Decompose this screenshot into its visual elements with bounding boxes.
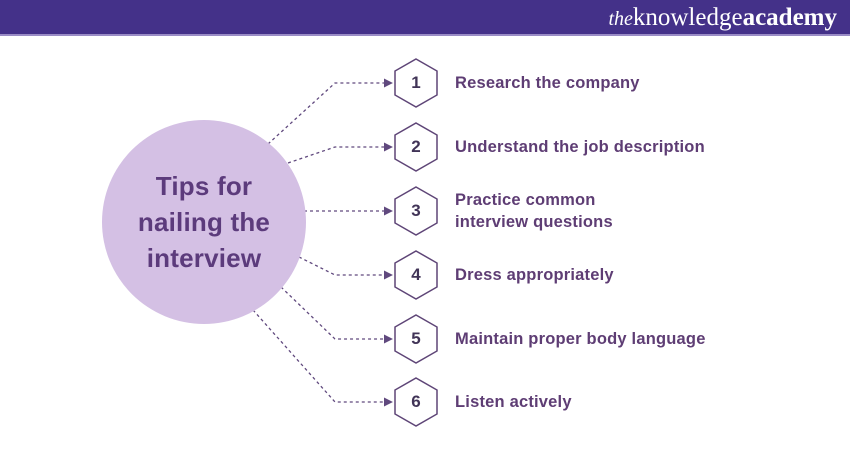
central-topic-circle: Tips for nailing the interview xyxy=(102,120,306,324)
tip-number: 2 xyxy=(411,137,421,156)
connector-line-6 xyxy=(252,309,393,407)
hexagon-icon-4 xyxy=(394,250,438,300)
tip-label: Listen actively xyxy=(455,393,572,411)
connector-line-5 xyxy=(280,286,393,344)
circle-title-line: nailing the xyxy=(137,207,271,237)
connector-line-1 xyxy=(267,78,393,145)
tip-number: 6 xyxy=(411,392,421,411)
brand-logo: theknowledgeacademy xyxy=(608,5,837,30)
connector-line-4 xyxy=(298,256,393,280)
hexagon-icon-3 xyxy=(394,186,438,236)
hexagon-icon-2 xyxy=(394,122,438,172)
tip-number: 4 xyxy=(411,265,421,284)
tip-label: Understand the job description xyxy=(455,138,705,156)
tip-number: 5 xyxy=(411,329,421,348)
tip-label: Maintain proper body language xyxy=(455,330,706,348)
hexagon-icon-1 xyxy=(394,58,438,108)
logo-the: the xyxy=(608,7,633,30)
hexagon-icon-6 xyxy=(394,377,438,427)
tip-label: Dress appropriately xyxy=(455,266,614,284)
tip-label: Research the company xyxy=(455,74,640,92)
header-bar: theknowledgeacademy xyxy=(0,0,850,36)
tip-label: Practice common interview questions xyxy=(455,191,613,231)
tip-number: 1 xyxy=(411,73,421,92)
circle-title-line: interview xyxy=(146,243,262,273)
hexagon-icon-5 xyxy=(394,314,438,364)
tip-number: 3 xyxy=(411,201,421,220)
logo-knowledge: knowledge xyxy=(632,3,743,31)
logo-academy: academy xyxy=(742,3,837,31)
connector-line-2 xyxy=(287,142,393,164)
circle-title-line: Tips for xyxy=(155,171,253,201)
